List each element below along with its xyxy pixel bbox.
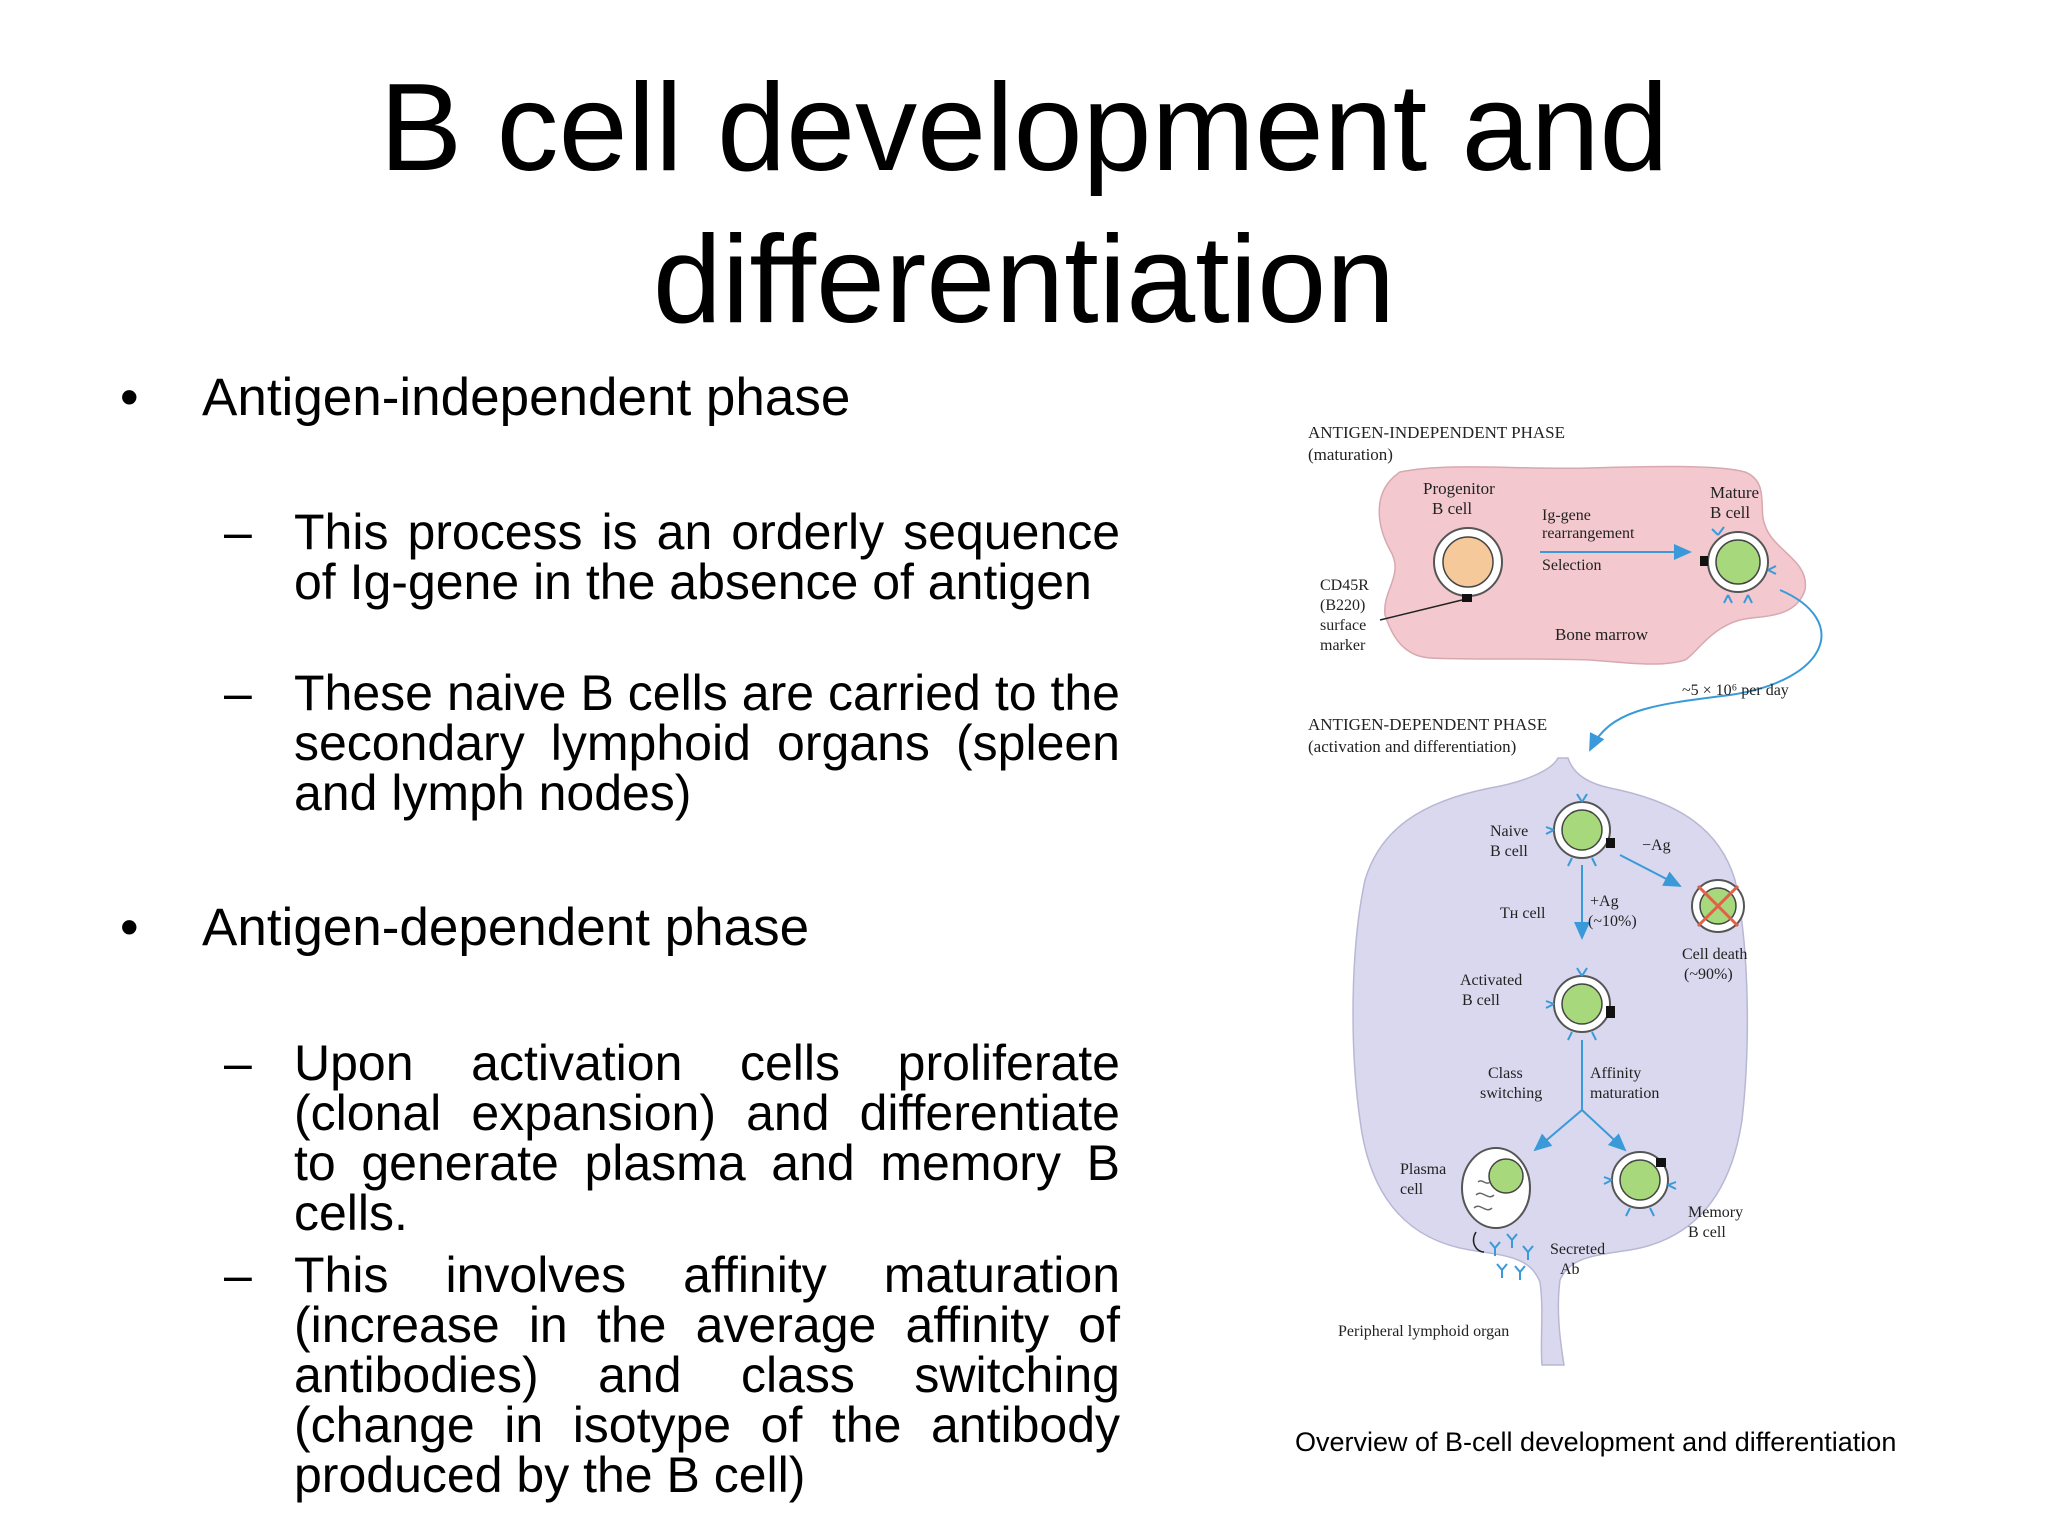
selection-label: Selection [1542,557,1602,574]
progenitor-label-1: Progenitor [1423,479,1495,498]
rate-label: ~5 × 10⁶ per day [1682,682,1789,699]
naive-label-1: Naive [1490,823,1528,840]
dash-symbol: – [224,504,252,560]
figure-caption: Overview of B-cell development and diffe… [1295,1427,1897,1457]
phase1-subtitle: (maturation) [1308,445,1393,464]
bone-marrow-shape [1378,465,1807,665]
plasma-label-2: cell [1400,1181,1424,1198]
cd45-label-4: marker [1320,637,1366,654]
class-switching-label-2: switching [1480,1085,1542,1102]
plasma-cell [1461,1147,1531,1229]
sub-bullet-text: This involves affinity maturation (incre… [294,1247,1120,1503]
memory-b-cell [1603,1151,1677,1217]
title-line-1: B cell development and [379,59,1669,197]
activated-label-1: Activated [1460,972,1522,989]
phase1-title: ANTIGEN-INDEPENDENT PHASE [1308,423,1565,442]
sub-bullet-2-1: – Upon activation cells proliferate (clo… [224,1038,1120,1238]
sub-bullet-1-1: – This process is an orderly sequence of… [224,507,1120,607]
plus-ag-percent: (~10%) [1588,913,1637,930]
naive-b-cell [1545,793,1615,867]
secreted-antibodies [1489,1233,1534,1280]
dash-symbol: – [224,1247,252,1303]
bullet-symbol: • [120,898,139,957]
th-cell-label: Tн cell [1500,905,1546,922]
dead-b-cell [1691,879,1745,933]
sub-bullet-2-2: – This involves affinity maturation (inc… [224,1250,1120,1500]
mature-b-cell [1700,526,1777,604]
phase2-title: ANTIGEN-DEPENDENT PHASE [1308,715,1547,734]
naive-label-2: B cell [1490,843,1528,860]
memory-label-2: B cell [1688,1224,1726,1241]
secreted-label-1: Secreted [1550,1241,1605,1258]
cd45-label-1: CD45R [1320,577,1369,594]
minus-ag-label: −Ag [1642,837,1671,854]
mature-label-1: Mature [1710,483,1759,502]
cd45-label-3: surface [1320,617,1366,634]
cell-death-label-1: Cell death [1682,946,1747,963]
progenitor-b-cell [1433,527,1503,602]
cd45-label-2: (B220) [1320,597,1365,614]
ig-gene-label-1: Ig-gene [1542,507,1591,524]
peripheral-label: Peripheral lymphoid organ [1338,1323,1509,1340]
affinity-label-1: Affinity [1590,1065,1641,1082]
activated-b-cell [1545,967,1615,1041]
secreted-label-2: Ab [1560,1261,1580,1278]
bone-marrow-label: Bone marrow [1555,625,1649,644]
b-cell-diagram: ANTIGEN-INDEPENDENT PHASE (maturation) P… [1308,423,1823,1366]
mature-label-2: B cell [1710,503,1750,522]
affinity-label-2: maturation [1590,1085,1659,1102]
sub-bullet-text: This process is an orderly sequence of I… [294,504,1120,610]
dash-symbol: – [224,1035,252,1091]
class-switching-label-1: Class [1488,1065,1523,1082]
progenitor-label-2: B cell [1432,499,1472,518]
sub-bullet-text: These naive B cells are carried to the s… [294,665,1120,821]
cell-death-label-2: (~90%) [1684,966,1733,983]
sub-bullet-1-2: – These naive B cells are carried to the… [224,668,1120,818]
plus-ag-label: +Ag [1590,893,1619,910]
plasma-label-1: Plasma [1400,1161,1446,1178]
bullet-label: Antigen-dependent phase [202,898,810,957]
dash-symbol: – [224,665,252,721]
slide-title: B cell development and differentiation [0,52,2048,356]
memory-label-1: Memory [1688,1204,1743,1221]
sub-bullet-text: Upon activation cells proliferate (clona… [294,1035,1120,1241]
activated-label-2: B cell [1462,992,1500,1009]
title-line-2: differentiation [652,211,1396,349]
phase2-subtitle: (activation and differentiation) [1308,737,1516,756]
bullet-symbol: • [120,368,139,427]
bullet-label: Antigen-independent phase [202,368,851,427]
peripheral-organ-shape [1352,757,1749,1366]
ig-gene-label-2: rearrangement [1542,525,1635,542]
